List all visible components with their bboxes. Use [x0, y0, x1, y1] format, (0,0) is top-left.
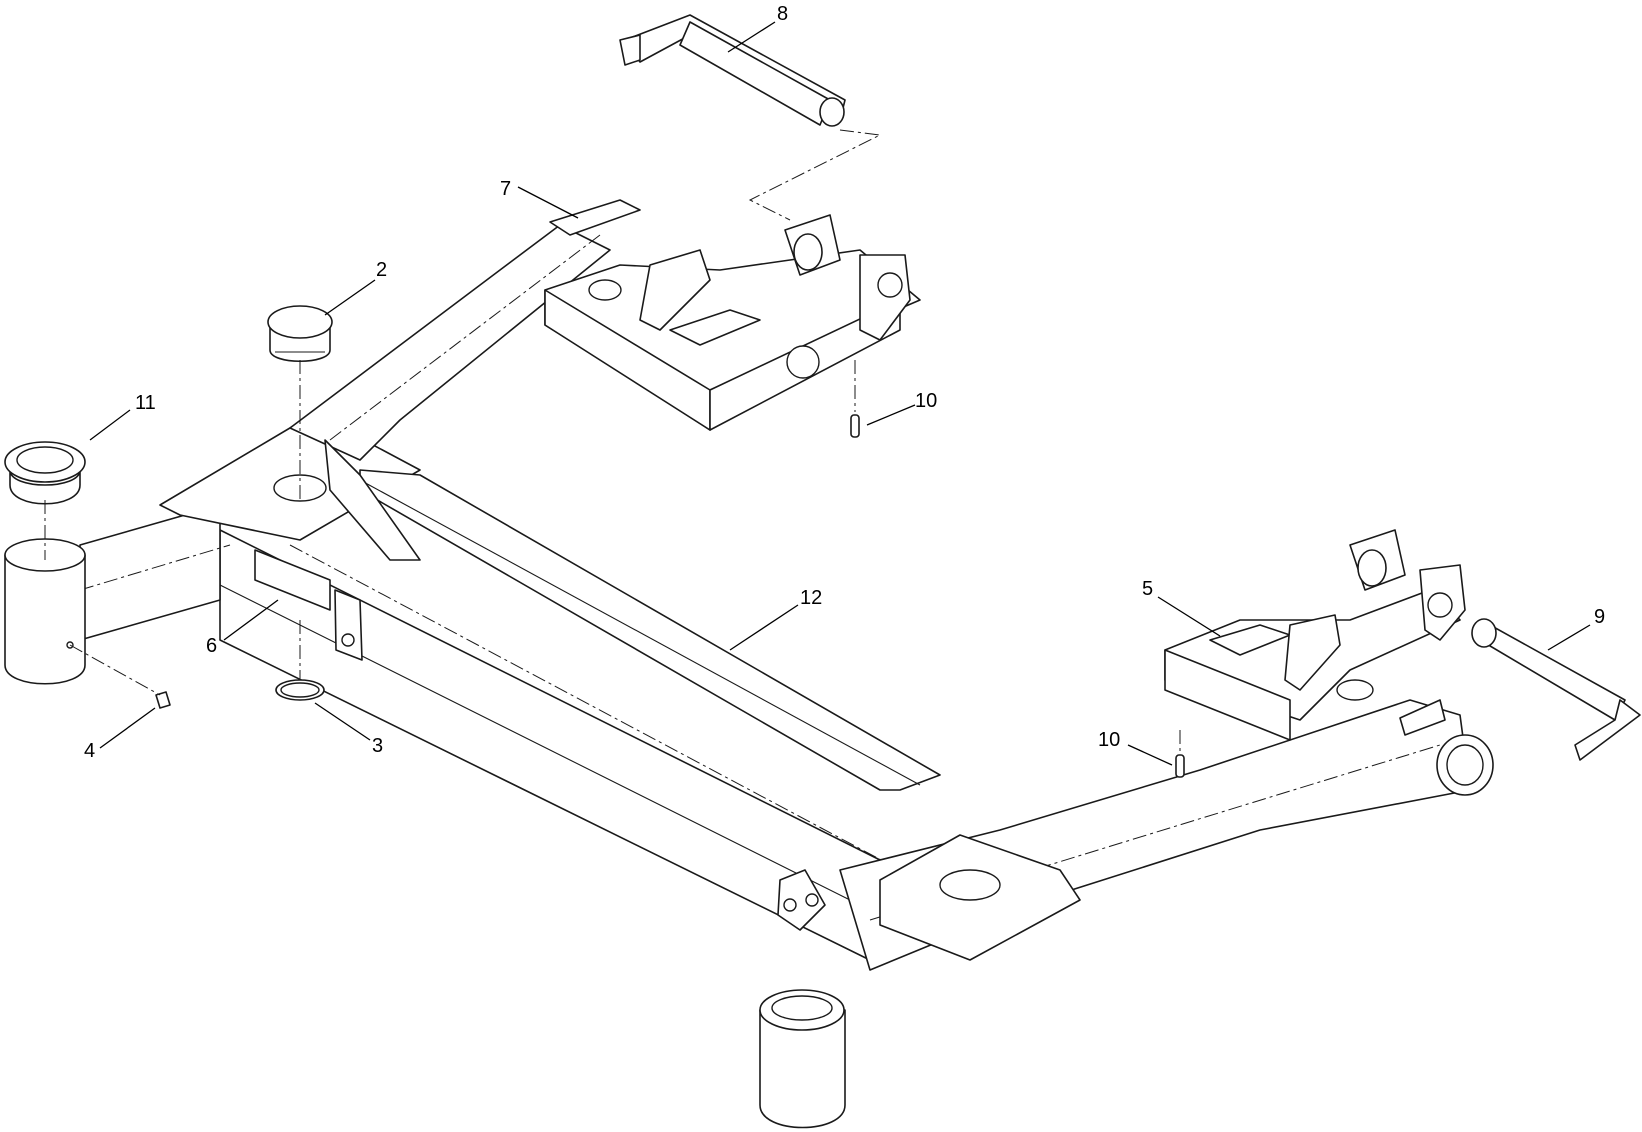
callout-2: 2	[376, 259, 387, 281]
callout-11: 11	[135, 392, 156, 414]
callout-3: 3	[372, 735, 383, 757]
assembly-lines	[44, 129, 1181, 752]
caster-cap	[4, 441, 86, 505]
right-lock-pin	[1471, 618, 1641, 761]
main-frame	[79, 199, 1494, 971]
callout-12: 12	[800, 587, 822, 609]
callout-8: 8	[777, 3, 788, 25]
plug	[267, 305, 333, 363]
callout-5: 5	[1142, 578, 1153, 600]
retaining-ring	[275, 679, 325, 701]
callouts: 8 7 2 11 10 12 5 9 6 4 3 10	[84, 3, 1605, 766]
callout-7: 7	[500, 178, 511, 200]
diagonal-brace	[324, 439, 941, 791]
bottom-caster-tube	[759, 989, 846, 1129]
grease-fitting	[155, 691, 171, 709]
callout-10-upper: 10	[915, 390, 937, 412]
callout-4: 4	[84, 740, 95, 762]
callout-9: 9	[1594, 606, 1605, 628]
callout-10-lower: 10	[1098, 729, 1120, 751]
callout-6: 6	[206, 635, 217, 657]
roll-pin-lower	[1175, 754, 1185, 778]
left-caster-tube	[4, 538, 86, 685]
right-pivot-bracket	[1164, 529, 1466, 741]
top-pivot-bracket	[544, 214, 921, 431]
roll-pin-upper	[850, 414, 860, 438]
upper-lock-pin	[619, 14, 846, 127]
